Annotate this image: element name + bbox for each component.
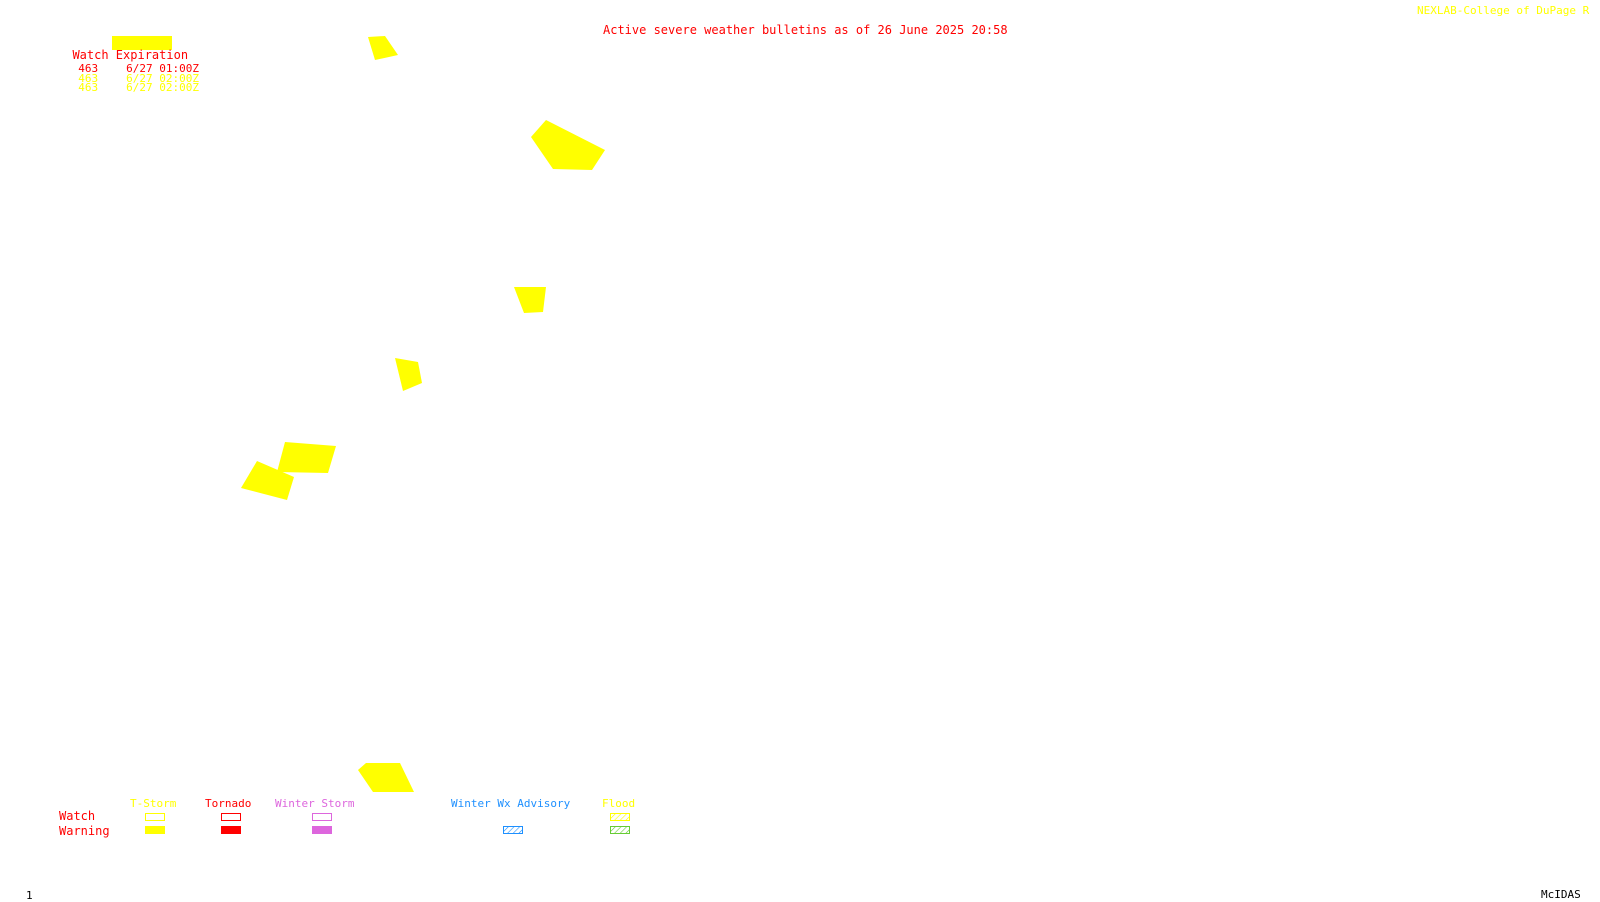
watch-number: 463 bbox=[78, 81, 99, 94]
legend-flood-warning-swatch bbox=[610, 826, 630, 834]
tstorm-warning-polygon[interactable] bbox=[358, 763, 414, 792]
legend-row-label-warning: Warning bbox=[59, 824, 110, 838]
watch-row[interactable]: 463 6/27 02:00Z bbox=[65, 64, 199, 84]
tstorm-warning-polygon[interactable] bbox=[277, 442, 336, 473]
legend-row-label-watch: Watch bbox=[59, 809, 96, 823]
legend-label-winter-storm: Winter Storm bbox=[275, 797, 355, 810]
tstorm-warning-polygon[interactable] bbox=[368, 36, 398, 60]
watch-number: 463 bbox=[78, 62, 99, 75]
legend-tstorm-warning-swatch bbox=[145, 826, 165, 834]
frame-number: 1 bbox=[26, 889, 33, 902]
legend-label-tornado: Tornado bbox=[205, 797, 252, 810]
legend-winter-storm-warning-swatch bbox=[312, 826, 332, 834]
legend-label-winter-wx-advisory: Winter Wx Advisory bbox=[451, 797, 571, 810]
source-credit: NEXLAB-College of DuPage R bbox=[1417, 4, 1590, 17]
watch-expiration: 6/27 02:00Z bbox=[126, 81, 199, 94]
legend-tstorm-watch-swatch bbox=[145, 813, 165, 821]
tstorm-warning-polygon[interactable] bbox=[395, 358, 422, 391]
legend-label-flood: Flood bbox=[602, 797, 636, 810]
legend-label-tstorm: T-Storm bbox=[130, 797, 177, 810]
watch-table-heading: Watch Expiration bbox=[58, 37, 188, 61]
bulletin-title: Active severe weather bulletins as of 26… bbox=[603, 23, 1008, 37]
legend-tornado-watch-swatch bbox=[221, 813, 241, 821]
watch-expiration: 6/27 02:00Z bbox=[126, 72, 199, 85]
watch-number: 463 bbox=[78, 72, 99, 85]
legend-winter-storm-watch-swatch bbox=[312, 813, 332, 821]
software-label: McIDAS bbox=[1541, 888, 1581, 901]
watch-row[interactable]: 463 6/27 02:00Z bbox=[65, 73, 199, 93]
watch-heading-highlight bbox=[112, 36, 172, 50]
watch-heading-text: Watch Expiration bbox=[72, 48, 189, 62]
watch-expiration: 6/27 01:00Z bbox=[126, 62, 199, 75]
legend-winter-wx-advisory-swatch bbox=[503, 826, 523, 834]
watch-row[interactable]: 463 6/27 01:00Z bbox=[65, 54, 199, 74]
tstorm-warning-polygon[interactable] bbox=[241, 461, 294, 500]
tstorm-warning-polygon[interactable] bbox=[531, 120, 605, 170]
legend-tornado-warning-swatch bbox=[221, 826, 241, 834]
legend-flood-watch-swatch bbox=[610, 813, 630, 821]
tstorm-warning-polygon[interactable] bbox=[514, 287, 546, 313]
